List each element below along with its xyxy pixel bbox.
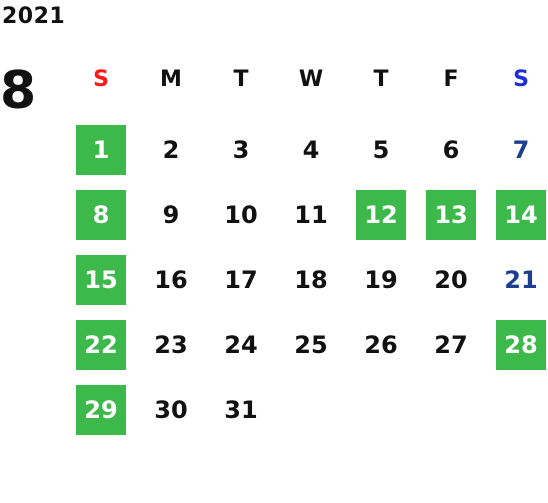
day-cell[interactable]: 10 [224, 201, 258, 229]
weekday-wed: W [298, 67, 324, 92]
day-cell[interactable]: 26 [364, 331, 398, 359]
day-cell[interactable]: 22 [76, 320, 126, 370]
day-cell[interactable]: 17 [224, 266, 258, 294]
weekday-sun: S [93, 67, 109, 92]
day-cell[interactable]: 20 [434, 266, 468, 294]
day-cell[interactable]: 29 [76, 385, 126, 435]
empty-day-cell [286, 385, 336, 435]
day-cell[interactable]: 15 [76, 255, 126, 305]
day-cell[interactable]: 18 [294, 266, 328, 294]
day-cell[interactable]: 16 [154, 266, 188, 294]
weekday-mon: M [160, 67, 182, 92]
day-cell[interactable]: 6 [442, 136, 460, 164]
day-cell[interactable]: 8 [76, 190, 126, 240]
day-cell[interactable]: 27 [434, 331, 468, 359]
day-cell[interactable]: 1 [76, 125, 126, 175]
day-cell[interactable]: 30 [154, 396, 188, 424]
day-cell[interactable]: 21 [504, 266, 538, 294]
day-cell[interactable]: 31 [224, 396, 258, 424]
day-cell[interactable]: 23 [154, 331, 188, 359]
day-cell[interactable]: 14 [496, 190, 546, 240]
weekday-thu: T [373, 67, 389, 92]
day-cell[interactable]: 4 [302, 136, 320, 164]
weekday-sat: S [513, 67, 529, 92]
day-cell[interactable]: 25 [294, 331, 328, 359]
empty-day-cell [356, 385, 406, 435]
empty-day-cell [426, 385, 476, 435]
day-cell[interactable]: 19 [364, 266, 398, 294]
day-cell[interactable]: 3 [232, 136, 250, 164]
day-cell[interactable]: 7 [512, 136, 530, 164]
day-cell[interactable]: 2 [162, 136, 180, 164]
weekday-fri: F [443, 67, 459, 92]
day-cell[interactable]: 11 [294, 201, 328, 229]
day-grid: 1 2 3 4 5 6 7 8 9 10 11 12 13 14 15 16 1… [76, 125, 548, 450]
empty-day-cell [496, 385, 546, 435]
day-cell[interactable]: 24 [224, 331, 258, 359]
calendar-year: 2021 [2, 4, 66, 29]
day-cell[interactable]: 5 [372, 136, 390, 164]
weekday-header: S M T W T F S [76, 62, 548, 98]
day-cell[interactable]: 28 [496, 320, 546, 370]
day-cell[interactable]: 9 [162, 201, 180, 229]
weekday-tue: T [233, 67, 249, 92]
day-cell[interactable]: 12 [356, 190, 406, 240]
calendar-month: 8 [0, 61, 37, 121]
day-cell[interactable]: 13 [426, 190, 476, 240]
